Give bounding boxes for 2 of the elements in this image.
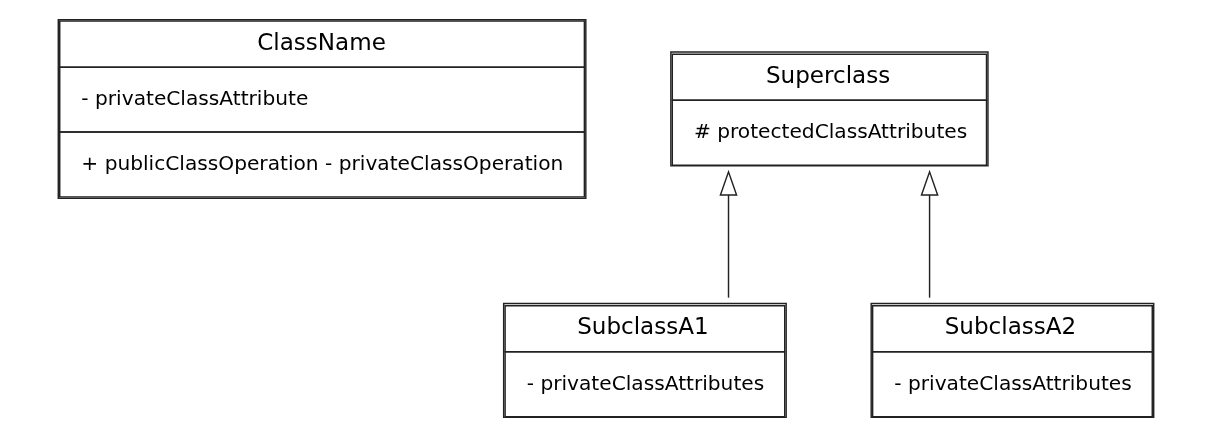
arrow bbox=[920, 169, 939, 299]
arrow bbox=[719, 169, 738, 299]
